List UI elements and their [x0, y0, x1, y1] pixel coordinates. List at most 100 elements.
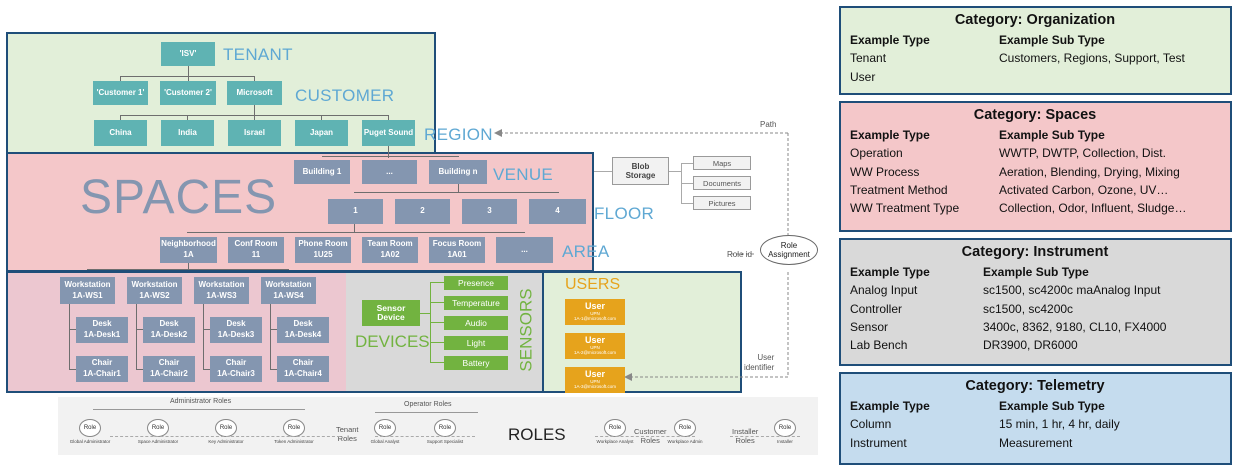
tree-line	[354, 192, 559, 193]
chair-id: 1A-Chair2	[150, 369, 188, 378]
category-row: User	[850, 68, 1220, 86]
subtype-cell: Customers, Regions, Support, Test	[999, 51, 1185, 66]
tree-line	[254, 105, 255, 115]
role-name: Global Administrator	[69, 439, 111, 444]
workstation-name: Workstation	[131, 279, 178, 289]
role-name: Global Analyst	[370, 439, 400, 444]
role-circle: Role	[604, 419, 626, 437]
desk-id: 1A-Desk2	[150, 330, 188, 339]
region-node: Japan	[295, 120, 348, 146]
sensor-node: Temperature	[444, 296, 508, 310]
tree-line	[136, 329, 146, 330]
user-upn: UPN	[590, 311, 600, 316]
tree-line	[270, 369, 280, 370]
sensor-line	[430, 362, 444, 363]
workstation-name: Workstation	[198, 279, 245, 289]
customer-roles-label: Customer Roles	[634, 427, 667, 445]
sensors-label: SENSORS	[516, 288, 536, 372]
isv-node: 'ISV'	[161, 42, 215, 66]
type-cell: WW Treatment Type	[850, 201, 960, 216]
storage-line	[594, 171, 612, 172]
venue-name: Building 1	[302, 166, 342, 176]
chair-id: 1A-Chair3	[217, 369, 255, 378]
user-email: 1A-2@microsoft.com	[573, 349, 617, 355]
chair-id: 1A-Chair1	[83, 369, 121, 378]
role-dashed-line	[595, 436, 695, 437]
role-circle: Role	[434, 419, 456, 437]
tree-line	[322, 156, 459, 157]
type-header: Example Type	[850, 265, 930, 280]
sensor-node: Audio	[444, 316, 508, 330]
area-id: 1U25	[313, 250, 333, 259]
desk-name: Desk	[159, 319, 179, 329]
region-label: REGION	[424, 125, 493, 144]
chair-name: Chair	[225, 358, 247, 368]
desk-name: Desk	[226, 319, 246, 329]
venue-name: Building n	[438, 166, 478, 176]
category-title: Category: Spaces	[973, 107, 1097, 123]
subtype-cell: WWTP, DWTP, Collection, Dist.	[999, 146, 1166, 161]
desk-id: 1A-Desk4	[284, 330, 322, 339]
area-id: 1A01	[447, 250, 467, 259]
category-row: Analog Input sc1500, sc4200c maAnalog Inp…	[850, 281, 1220, 299]
subtype-header: Example Sub Type	[999, 33, 1105, 48]
user-name: User	[584, 301, 605, 312]
subtype-header: Example Sub Type	[999, 128, 1105, 143]
operator-roles-header: Operator Roles	[404, 401, 452, 408]
subtype-cell: sc1500, sc4200c maAnalog Input	[983, 283, 1161, 298]
tree-line	[188, 263, 189, 269]
type-cell: Treatment Method	[850, 183, 948, 198]
category-title: Category: Instrument	[961, 244, 1109, 260]
type-cell: Analog Input	[850, 283, 918, 298]
area-id: 11	[251, 250, 261, 259]
area-label: AREA	[562, 242, 610, 261]
admin-bracket	[93, 409, 305, 410]
tree-line	[188, 76, 189, 81]
tree-line	[203, 369, 213, 370]
tenant-region	[6, 32, 436, 154]
role-name: Installer	[777, 439, 793, 444]
floor-node: 4	[529, 199, 586, 224]
subtype-cell: Measurement	[999, 435, 1073, 450]
area-name: Team Room	[367, 239, 413, 249]
workstation-id: 1A-WS2	[139, 290, 170, 300]
subtype-header: Example Sub Type	[983, 265, 1089, 280]
region-node: India	[161, 120, 214, 146]
category-title: Category: Organization	[954, 12, 1116, 28]
customer-node: 'Customer 2'	[160, 81, 216, 105]
sensor-line	[430, 342, 444, 343]
blob-storage: Blob Storage	[612, 157, 669, 185]
tree-line	[354, 224, 355, 232]
subtype-cell: Aeration, Blending, Drying, Mixing	[999, 164, 1180, 179]
sensor-device-node: Sensor Device	[362, 300, 420, 326]
storage-line	[681, 183, 693, 184]
tenant-roles-label: Tenant Roles	[336, 425, 359, 443]
region-node: Puget Sound	[362, 120, 415, 146]
devices-label: DEVICES	[355, 332, 430, 351]
venue-label: VENUE	[493, 165, 554, 184]
region-node: Israel	[228, 120, 281, 146]
category-header: Example Type Example Sub Type	[850, 263, 1220, 281]
